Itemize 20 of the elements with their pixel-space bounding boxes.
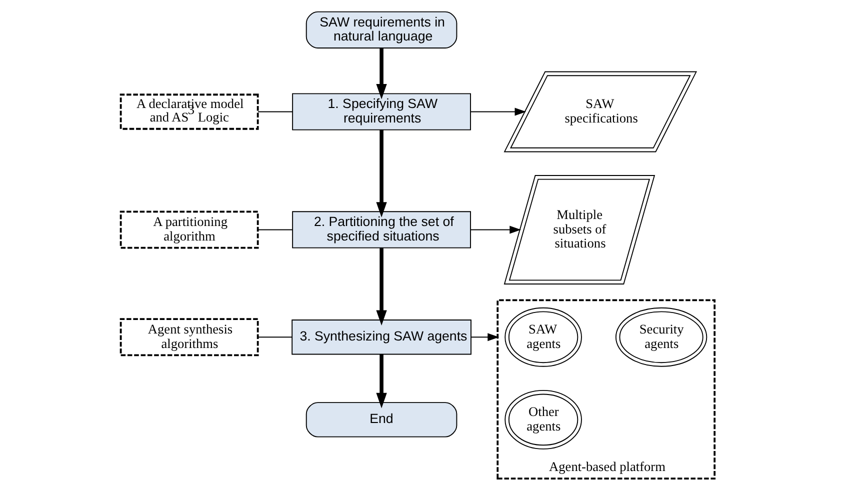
node-box: 1. Specifying SAW requirements <box>292 93 470 130</box>
arrow <box>470 226 521 234</box>
arrow <box>470 108 526 116</box>
node-ellipse: Other agents <box>504 390 582 450</box>
node-ellipse: Security agents <box>614 307 707 367</box>
node-box: SAW requirements in natural language <box>305 11 457 48</box>
connector <box>257 229 292 230</box>
node-box: 3. Synthesizing SAW agents <box>291 320 471 355</box>
node-box: End <box>305 402 457 438</box>
arrow <box>376 130 386 218</box>
node-box: 2. Partitioning the set of specified situations <box>292 211 470 248</box>
connector <box>257 336 292 338</box>
node-box: Agent synthesis algorithms <box>119 318 258 356</box>
node-box: A partitioning algorithm <box>119 210 258 249</box>
arrow <box>470 333 499 342</box>
arrow <box>376 48 386 100</box>
node-ellipse: SAW agents <box>504 307 582 367</box>
arrow <box>376 248 386 326</box>
arrow <box>376 354 386 408</box>
connector <box>257 111 292 112</box>
